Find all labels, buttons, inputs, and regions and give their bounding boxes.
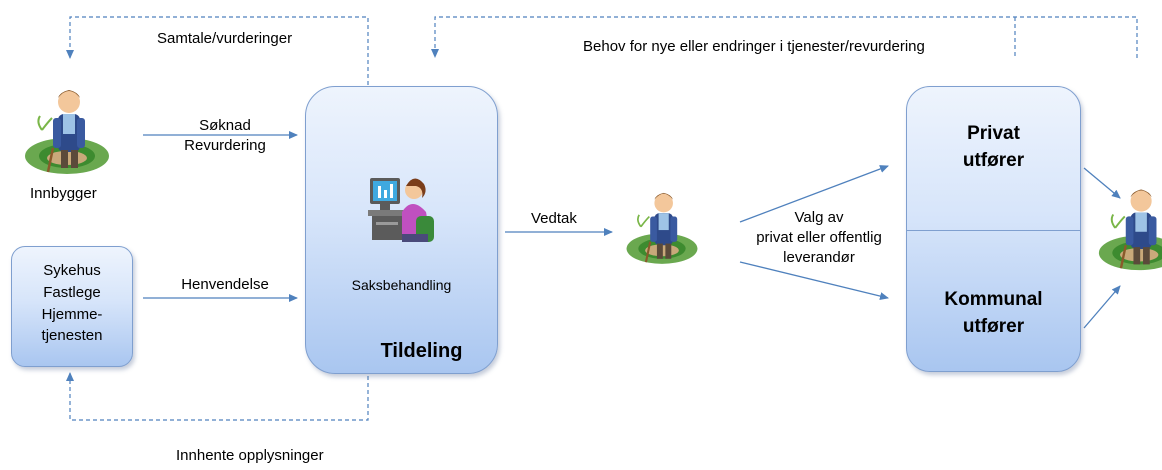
- kommunal-label: Kommunal: [944, 289, 1043, 310]
- referral-sources-box: Sykehus Fastlege Hjemme- tjenesten: [11, 246, 133, 367]
- tildeling-box: Saksbehandling Tildeling: [305, 86, 498, 374]
- behov-loop-arrow: [431, 16, 1138, 58]
- valg-label-line1: Valg av: [794, 209, 844, 226]
- valg-label-line2: privat eller offentlig: [756, 229, 882, 246]
- behov-label: Behov for nye eller endringer i tjeneste…: [583, 38, 925, 55]
- kommunal-utforer-label: utfører: [962, 316, 1025, 337]
- kommunal-to-person-arrow: [1083, 285, 1121, 329]
- samtale-label: Samtale/vurderinger: [157, 30, 293, 47]
- privat-utforer-label: utfører: [962, 150, 1025, 171]
- henvendelse-label: Henvendelse: [181, 276, 269, 293]
- innhente-loop-arrow: [66, 372, 369, 421]
- to-kommunal-arrow: [739, 261, 889, 300]
- hjemme-label: Hjemme-: [41, 306, 103, 323]
- to-privat-arrow: [739, 165, 889, 223]
- vedtak-label: Vedtak: [531, 210, 577, 227]
- privat-label: Privat: [967, 123, 1020, 144]
- tjenesten-label: tjenesten: [41, 327, 103, 344]
- samtale-loop-arrow: [66, 16, 369, 92]
- tildeling-title: Tildeling: [380, 340, 463, 362]
- valg-label-line3: leverandør: [783, 249, 855, 266]
- person-icon: [1098, 189, 1162, 271]
- person-icon: [626, 192, 698, 264]
- soknad-label: Søknad: [199, 117, 251, 134]
- person-icon: [25, 90, 109, 174]
- provider-box: Privat utfører Kommunal utfører: [906, 86, 1081, 372]
- case-worker-icon: [368, 178, 434, 242]
- revurdering-label: Revurdering: [184, 137, 266, 154]
- provider-divider: [907, 230, 1080, 231]
- saksbehandling-label: Saksbehandling: [351, 277, 452, 293]
- privat-to-person-arrow: [1083, 167, 1121, 199]
- fastlege-label: Fastlege: [43, 284, 101, 301]
- innbygger-label: Innbygger: [30, 185, 97, 202]
- sykehus-label: Sykehus: [43, 262, 101, 279]
- innhente-label: Innhente opplysninger: [176, 447, 324, 464]
